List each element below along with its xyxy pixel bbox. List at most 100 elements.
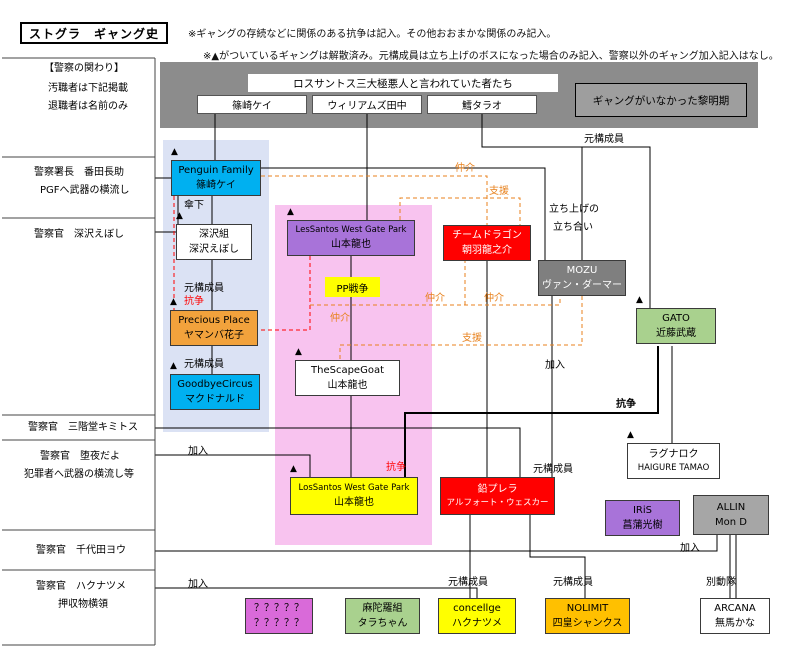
gang-name: ARCANA xyxy=(714,603,756,614)
dragon-lwgp-support xyxy=(399,197,521,225)
edge-label: 元構成員 xyxy=(533,464,573,475)
dissolved-triangle-icon: ▲ xyxy=(170,297,177,307)
gang-name: GATO xyxy=(662,313,690,324)
gang-leader: マクドナルド xyxy=(185,394,245,405)
edge-label: 仲介 xyxy=(330,313,350,324)
gang-name: concellge xyxy=(453,603,501,614)
edge-label: 支援 xyxy=(462,333,482,344)
sangaido-to-namariprera xyxy=(155,427,521,477)
dissolved-triangle-icon: ▲ xyxy=(287,207,294,217)
gang-leader: タラちゃん xyxy=(357,618,408,629)
gang-leader: 無馬かな xyxy=(715,618,755,629)
gang-arcana: ARCANA 無馬かな xyxy=(700,598,770,634)
edge-label: 立ち上げの xyxy=(549,204,599,215)
gang-name: LesSantos West Gate Park xyxy=(295,225,407,236)
gang-name: Precious Place xyxy=(178,315,250,326)
era-title: ロスサントス三大極悪人と言われていた者たち xyxy=(248,74,558,92)
dissolved-triangle-icon: ▲ xyxy=(636,295,643,305)
penguin-to-mozu-founding xyxy=(261,167,546,260)
gang-madara-gumi: 麻陀羅組タラちゃん xyxy=(345,598,420,634)
namari-to-nolimit xyxy=(529,515,586,598)
gang-lessantos-west-gate-park: LesSantos West Gate Park 山本龍也 xyxy=(287,220,415,256)
edge-label: 元構成員 xyxy=(184,283,224,294)
note-2: ※▲がついているギャングは解散済み。元構成員は立ち上げのボスになった場合のみ記入… xyxy=(203,51,779,62)
police-text: 押収物横領 xyxy=(58,599,108,610)
gang-lossantos-west-gate-park: LosSantos West Gate Park 山本龍也 xyxy=(290,477,418,515)
gang-leader: 菖蒲光樹 xyxy=(622,520,663,531)
dissolved-triangle-icon: ▲ xyxy=(295,347,302,357)
note-1: ※ギャングの存続などに関係のある抗争は記入。その他おおまかな関係のみ記入。 xyxy=(188,29,557,40)
dissolved-triangle-icon: ▲ xyxy=(290,464,297,474)
gang-leader: 山本龍也 xyxy=(331,238,371,250)
edge-label: 傘下 xyxy=(184,200,204,211)
gang-leader: 篠崎ケイ xyxy=(196,180,236,191)
police-text: 警察署長 番田長助 xyxy=(34,167,124,178)
police-text: 警察官 深沢えぼし xyxy=(34,229,124,240)
police-text: 警察官 堕夜だよ xyxy=(40,451,120,462)
gang-name: LosSantos West Gate Park xyxy=(298,483,410,494)
gang-leader: 四皇シャンクス xyxy=(552,618,623,629)
edge-label: 加入 xyxy=(188,446,208,457)
gang-name: 麻陀羅組 xyxy=(362,603,403,614)
gang-name: 深沢組 xyxy=(199,229,229,240)
gang-leader: ？？？？？ xyxy=(254,618,304,629)
gang-leader: Mon D xyxy=(715,517,747,528)
police-text: PGFへ武器の横流し xyxy=(40,185,130,196)
gang-leader: 朝羽龍之介 xyxy=(462,245,512,256)
gang-gato: GATO 近藤武蔵 xyxy=(636,308,716,344)
page-title: ストグラ ギャング史 xyxy=(20,22,168,44)
chiyoda-to-allin xyxy=(155,535,718,552)
gang-penguin-family: Penguin Family 篠崎ケイ xyxy=(171,160,261,196)
gang-name: チームドラゴン xyxy=(452,230,522,241)
pp-war-label-box: PP戦争 xyxy=(325,277,380,297)
gang-allin: ALLIN Mon D xyxy=(693,495,769,535)
gang-name: NOLIMIT xyxy=(566,603,609,614)
edge-label: 元構成員 xyxy=(584,134,624,145)
gato-lwgp-conflict xyxy=(404,346,659,477)
edge-label: 元構成員 xyxy=(448,577,488,588)
edge-label: 抗争 xyxy=(616,399,636,410)
era-member-box: ウィリアムズ田中 xyxy=(312,95,422,114)
era-member-box: 篠崎ケイ xyxy=(197,95,307,114)
era-panel: ロスサントス三大極悪人と言われていた者たち ギャングがいなかった黎明期 篠崎ケイ… xyxy=(160,62,758,128)
gang-name: ？？？？？ xyxy=(254,603,304,614)
era-side-note: ギャングがいなかった黎明期 xyxy=(575,83,747,117)
gang-name: ALLIN xyxy=(716,502,746,513)
gang-leader: 山本龍也 xyxy=(334,496,374,508)
gang-leader: HAIGURE TAMAO xyxy=(637,463,710,474)
police-text: 【警察の関わり】 xyxy=(44,63,124,74)
gang-leader: アルフォート・ウェスカー xyxy=(446,498,549,509)
police-text: 警察官 三階堂キミトス xyxy=(28,422,138,433)
dissolved-triangle-icon: ▲ xyxy=(170,361,177,371)
gang-name: 鉛プレラ xyxy=(477,484,518,496)
gang-leader: 近藤武蔵 xyxy=(656,328,696,339)
edge-label: 抗争 xyxy=(386,462,406,473)
edge-label: 支援 xyxy=(489,186,509,197)
gang-unknown-gang: ？？？？？ ？？？？？ xyxy=(245,598,313,634)
ppwar-mediation-mozu xyxy=(310,296,561,306)
gang-name: GoodbyeCircus xyxy=(177,379,253,390)
gang-namari-prera: 鉛プレラアルフォート・ウェスカー xyxy=(440,477,555,515)
police-text: 警察官 千代田ヨウ xyxy=(36,545,126,556)
edge-label: 仲介 xyxy=(455,163,475,174)
gang-name: ラグナロク xyxy=(648,449,699,461)
police-text: 汚職者は下記掲載 xyxy=(48,83,128,94)
edge-label: 加入 xyxy=(545,360,565,371)
edge-label: 加入 xyxy=(188,579,208,590)
edge-label: 元構成員 xyxy=(553,577,593,588)
gang-leader: ヴァン・ダーマー xyxy=(542,280,622,291)
gang-name: Penguin Family xyxy=(178,165,254,176)
gang-fukazawa-gumi: 深沢組深沢えぼし xyxy=(176,224,252,260)
gang-leader: 山本龍也 xyxy=(327,380,368,391)
tarao-to-gato xyxy=(481,114,651,308)
edge-label: 立ち合い xyxy=(553,222,593,233)
dayo-to-lwgp-yellow xyxy=(155,454,311,477)
gang-leader: ヤマンバ花子 xyxy=(184,330,244,341)
